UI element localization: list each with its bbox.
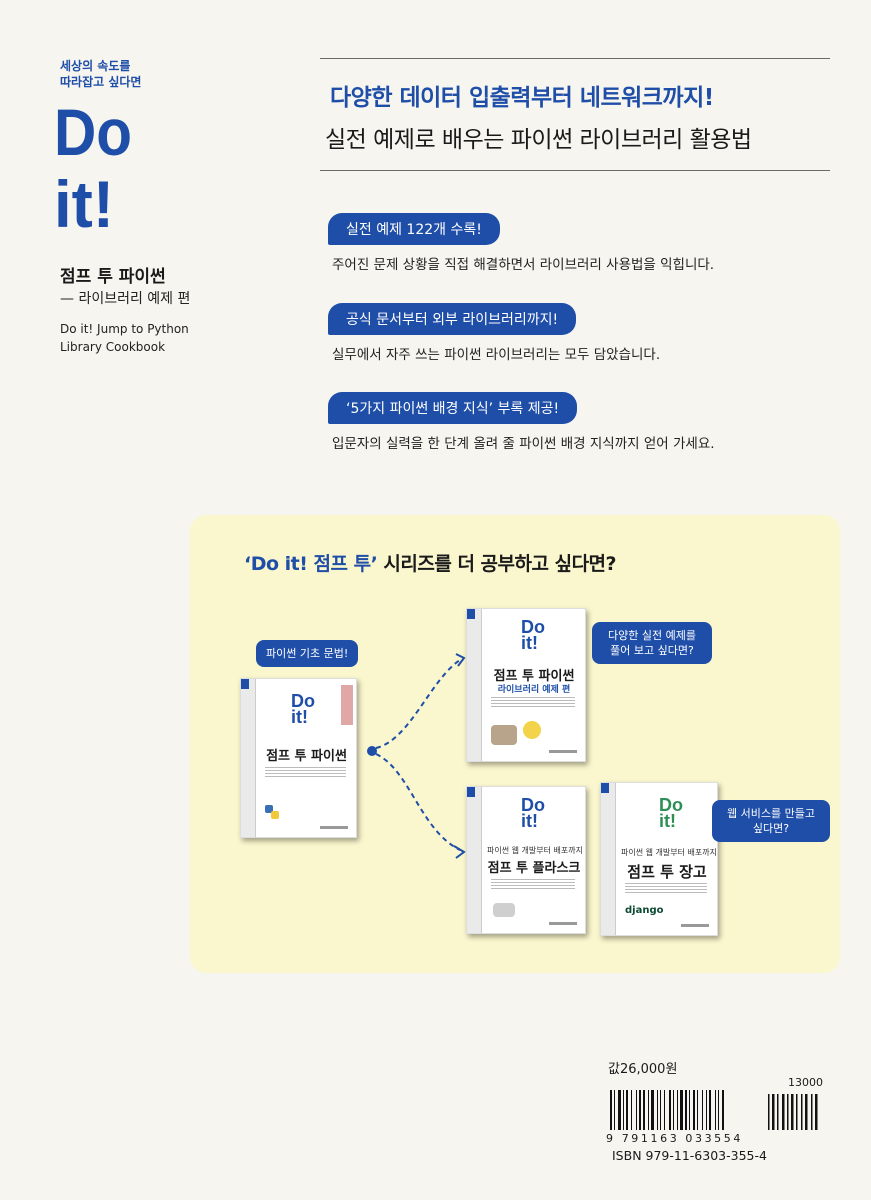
bubble-django: 웹 서비스를 만들고 싶다면? — [712, 800, 830, 842]
book-ribbon — [341, 685, 353, 725]
isbn-barcode — [610, 1090, 818, 1130]
book-illustration — [491, 725, 517, 745]
addon-code: 13000 — [788, 1076, 823, 1089]
do-it-logo: Do it! — [54, 95, 132, 235]
django-logo: django — [625, 905, 664, 916]
feature-badge-examples: 실전 예제 122개 수록! — [328, 213, 500, 245]
arrow-to-cookbook — [375, 659, 461, 749]
tagline: 세상의 속도를 따라잡고 싶다면 — [60, 59, 142, 89]
headline-secondary: 실전 예제로 배우는 파이썬 라이브러리 활용법 — [325, 127, 752, 153]
top-rule — [320, 58, 830, 59]
bubble-basic: 파이썬 기초 문법! — [256, 640, 359, 667]
series-panel-title: ‘Do it! 점프 투’ 시리즈를 더 공부하고 싶다면? — [244, 553, 617, 575]
arrow-head-cookbook — [455, 653, 466, 667]
book-sticker — [523, 721, 541, 739]
connector-dot — [367, 746, 377, 756]
feature-desc-appendix: 입문자의 실력을 한 단계 올려 줄 파이썬 배경 지식까지 얻어 가세요. — [332, 436, 715, 452]
book-title-english: Do it! Jump to Python Library Cookbook — [60, 322, 189, 354]
feature-desc-libraries: 실무에서 자주 쓰는 파이썬 라이브러리는 모두 담았습니다. — [332, 347, 661, 363]
svg-text:Do: Do — [54, 95, 132, 169]
svg-text:it!: it! — [54, 167, 114, 235]
book-title-korean: 점프 투 파이썬 — [60, 267, 166, 287]
feature-badge-appendix: ‘5가지 파이썬 배경 지식’ 부록 제공! — [328, 392, 578, 424]
headline-primary: 다양한 데이터 입출력부터 네트워크까지! — [330, 85, 714, 111]
ean-number: 9 791163 033554 — [606, 1132, 743, 1145]
feature-desc-examples: 주어진 문제 상황을 직접 해결하면서 라이브러리 사용법을 익힙니다. — [332, 257, 715, 273]
arrow-to-flask — [375, 753, 461, 851]
python-logo-icon — [265, 805, 279, 819]
header-bottom-rule — [320, 170, 830, 171]
book-subtitle-korean: — 라이브러리 예제 편 — [60, 291, 191, 307]
isbn-number: ISBN 979-11-6303-355-4 — [612, 1148, 767, 1163]
feature-badge-libraries: 공식 문서부터 외부 라이브러리까지! — [328, 303, 577, 335]
price-label: 값26,000원 — [608, 1062, 678, 1077]
bubble-cookbook: 다양한 실전 예제를 풀어 보고 싶다면? — [592, 622, 712, 664]
flask-logo-icon — [493, 903, 515, 917]
arrow-head-flask — [453, 845, 466, 859]
series-connector-arrows — [367, 653, 466, 859]
